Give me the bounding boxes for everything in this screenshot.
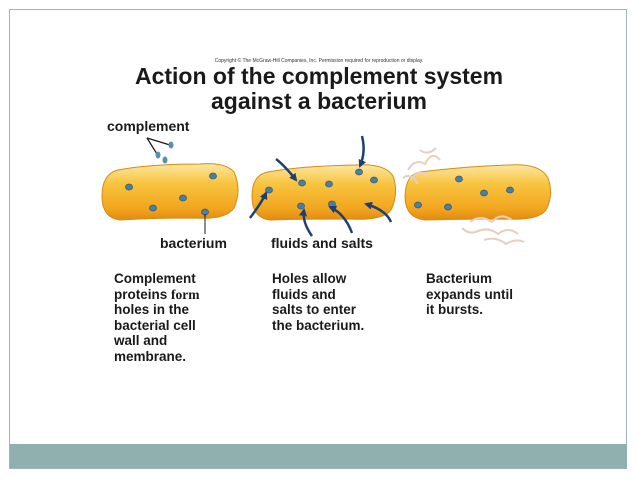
caption-step-3-line: expands until: [426, 286, 514, 302]
bacterium-2-body: [251, 164, 397, 221]
caption-step-1-line: bacterial cell: [114, 317, 196, 333]
caption-step-3-line: it bursts.: [426, 302, 484, 317]
fluid-arrows: [248, 135, 393, 237]
caption-step-1-line: wall and: [114, 333, 168, 348]
caption-step-1-line: holes in the: [114, 302, 190, 317]
bacterium-3-body: [402, 147, 552, 246]
caption-step-2-line: salts to enter: [272, 302, 357, 317]
burst-debris-bottom: [461, 215, 525, 246]
title-line-1: Action of the complement system: [134, 63, 504, 89]
caption-step-3-line: Bacterium: [426, 271, 493, 286]
caption-step-2-line: Holes allow: [272, 271, 347, 286]
bacterium-1-body: [101, 163, 239, 234]
copyright-notice: Copyright © The McGraw-Hill Companies, I…: [214, 58, 424, 64]
caption-step-1-line: proteins form: [114, 286, 200, 302]
caption-step-1: Complement proteins form holes in the ba…: [114, 271, 200, 364]
caption-step-1-line: membrane.: [114, 348, 187, 364]
caption-step-1-line: Complement: [114, 271, 196, 286]
slide-frame: [9, 9, 627, 469]
caption-step-2-line: fluids and: [272, 286, 336, 302]
footer-bar: [10, 444, 627, 468]
caption-step-2: Holes allow fluids and salts to enter th…: [272, 271, 364, 333]
fluids-and-salts-label: fluids and salts: [271, 235, 373, 251]
bacterium-label: bacterium: [160, 235, 227, 251]
caption-step-3: Bacterium expands until it bursts.: [426, 271, 513, 318]
complement-label: complement: [107, 118, 190, 134]
slide-title: Action of the complement system against …: [0, 64, 638, 114]
burst-debris-top: [402, 147, 441, 185]
caption-step-2-line: the bacterium.: [272, 317, 365, 333]
title-line-2: against a bacterium: [210, 88, 428, 114]
